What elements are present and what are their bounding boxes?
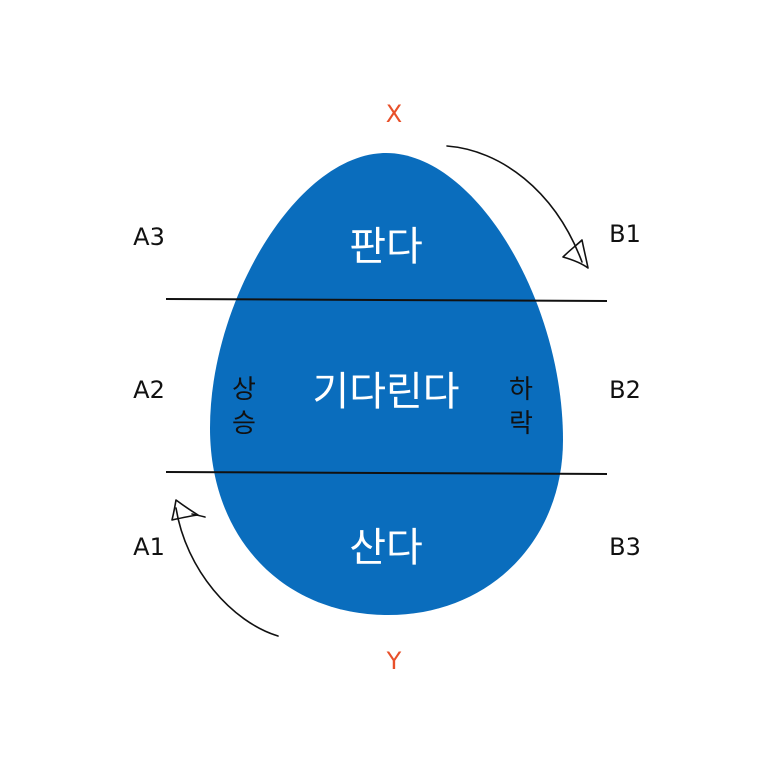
trend-label-rise-2: 승 bbox=[232, 409, 256, 439]
zone-label-sell: 판다 bbox=[349, 224, 423, 270]
side-label-b2: B2 bbox=[609, 376, 641, 404]
zone-label-buy: 산다 bbox=[349, 525, 423, 571]
trend-label-fall-2: 락 bbox=[509, 409, 533, 439]
divider-line-upper bbox=[165, 298, 608, 302]
arrow-bottom-left bbox=[171, 499, 279, 637]
trend-label-fall-1: 하 bbox=[509, 375, 533, 405]
side-label-b1: B1 bbox=[609, 220, 641, 248]
side-label-a3: A3 bbox=[133, 223, 165, 251]
pole-label-x: X bbox=[386, 100, 402, 128]
pole-label-y: Y bbox=[386, 647, 402, 675]
side-label-a2: A2 bbox=[133, 376, 165, 404]
divider-line-lower bbox=[165, 471, 608, 475]
side-label-b3: B3 bbox=[609, 533, 641, 561]
side-label-a1: A1 bbox=[133, 533, 165, 561]
zone-label-wait: 기다린다 bbox=[312, 369, 459, 415]
trend-label-rise-1: 상 bbox=[232, 375, 256, 405]
egg-shape bbox=[210, 153, 563, 615]
arrow-top-right bbox=[446, 145, 589, 269]
